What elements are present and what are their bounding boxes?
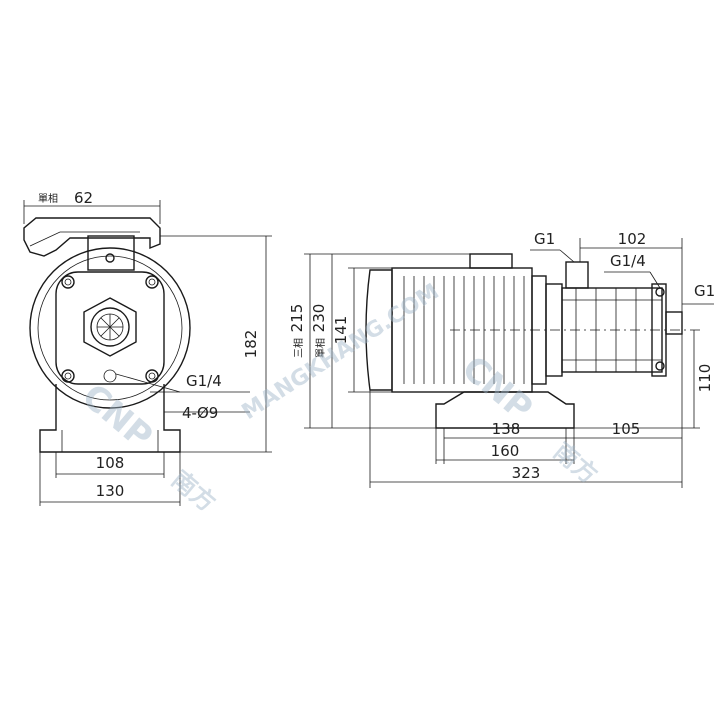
dim-side-outlet-height: 110 — [696, 364, 714, 393]
inlet-housing — [87, 235, 135, 271]
watermark-brand-suffix-left: 南方 — [166, 465, 221, 517]
front-base — [39, 384, 181, 453]
front-phase-label: 單相 — [38, 192, 58, 205]
dim-side-total-length: 323 — [512, 464, 541, 482]
pump-flange — [55, 271, 165, 385]
dim-side-height-single: 215 — [288, 304, 306, 333]
terminal-box-outline — [23, 217, 161, 257]
flange-bolts — [61, 275, 159, 383]
dim-side-base-outer: 160 — [491, 442, 520, 460]
side-inlet-label: G1 — [534, 230, 555, 248]
side-base — [435, 391, 575, 429]
dim-front-top-width: 62 — [74, 189, 93, 207]
front-port-label: G1/4 — [186, 372, 222, 390]
side-outlet-label: G1 — [694, 282, 715, 300]
dim-side-motor-dia: 141 — [332, 316, 350, 345]
dim-front-base-outer: 130 — [96, 482, 125, 500]
dim-side-height-three: 230 — [310, 304, 328, 333]
pump-stages — [561, 287, 663, 373]
dim-side-pump-length: 102 — [618, 230, 647, 248]
fan-cover — [365, 269, 393, 391]
dim-front-height: 182 — [242, 330, 260, 359]
dim-side-base-inner: 138 — [492, 420, 521, 438]
dim-side-base-right: 105 — [612, 420, 641, 438]
front-holes-label: 4-Ø9 — [182, 404, 218, 422]
watermark-url: MANGKHANG.COM — [238, 279, 444, 425]
outlet-star — [97, 314, 123, 340]
outlet-hex-nut — [83, 297, 137, 357]
side-single-phase-label: 單相 — [314, 338, 327, 358]
side-view: G1 102 G1/4 G1 215 三相 230 單相 141 110 — [288, 230, 715, 488]
side-terminal-box — [469, 253, 513, 269]
drain-port — [103, 369, 117, 383]
side-port-label: G1/4 — [610, 252, 646, 270]
side-three-phase-label: 三相 — [292, 338, 305, 358]
watermark-brand-right: CNP — [454, 348, 540, 429]
watermark-brand-left: CNP — [74, 376, 160, 457]
dim-front-base-inner: 108 — [96, 454, 125, 472]
side-inlet-pipe — [565, 261, 589, 289]
front-view: 單相 62 182 G1/4 4-Ø9 108 130 — [23, 189, 272, 506]
side-outlet-pipe — [665, 311, 683, 335]
motor-outer-circle — [29, 247, 191, 409]
